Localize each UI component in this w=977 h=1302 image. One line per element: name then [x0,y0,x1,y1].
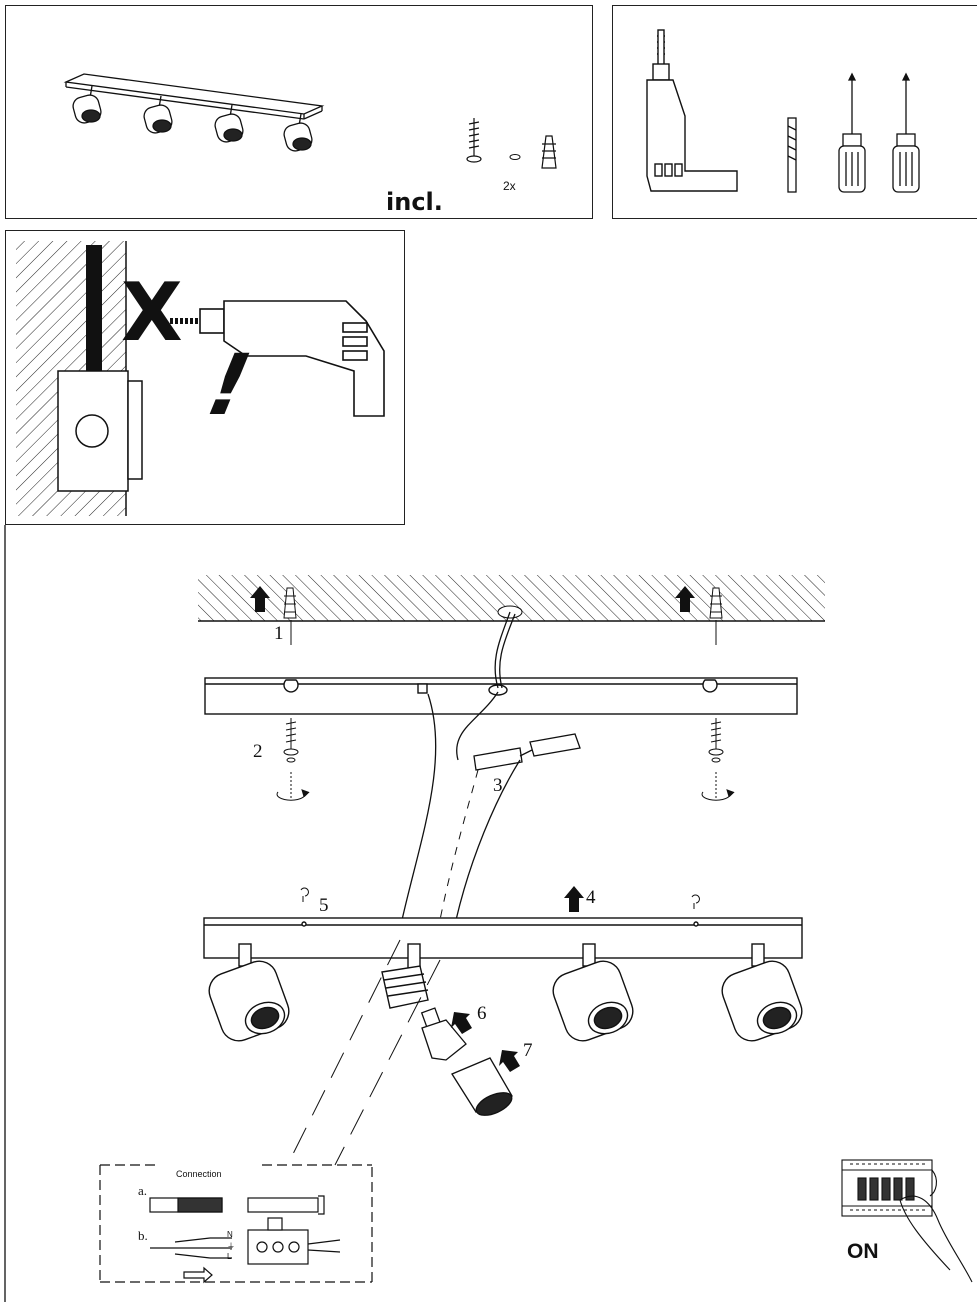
included-parts-panel: incl. 2x [5,5,593,219]
up-arrow-icon [499,1050,520,1072]
screw-icon [300,887,309,902]
screwdriver-icon [838,72,866,193]
step-label: 6 [477,1003,487,1024]
cable-warning-panel: X ! [5,230,405,525]
step-label: 3 [493,775,503,796]
circuit-breaker-icon [841,1159,973,1283]
up-arrow-icon [451,1012,472,1034]
up-arrow-icon [564,886,584,912]
included-parts-drawing [63,73,557,169]
up-arrow-icon [250,586,270,612]
terminal-label-l: L [227,1252,232,1261]
spotlight-bar-icon [63,73,325,152]
step-label: 7 [523,1040,533,1061]
hidden-cable [86,245,102,385]
cable-warning-drawing [16,241,385,516]
drill-icon [170,300,385,417]
spotlight-head [552,943,634,1042]
screwdriver-icon [892,72,920,193]
drill-icon [646,29,738,192]
spotlight-head [721,943,803,1042]
step-label: 5 [319,895,329,916]
included-label: incl. [386,188,443,216]
terminal-label-earth: ⏚ [227,1242,235,1251]
wall-plug-icon [541,135,557,169]
screw-icon [691,894,700,909]
spotlight-head [208,943,290,1042]
screw-icon [276,718,310,801]
screw-icon [701,718,735,801]
connection-option-b: b. [138,1228,148,1243]
connection-title: Connection [176,1169,222,1179]
required-tools-panel [612,5,977,219]
lamp-bar [203,917,803,959]
wall-plug-icon [709,587,723,619]
step-label: 2 [253,741,263,762]
wall-socket-icon [57,370,143,492]
file-tool-icon [787,117,797,193]
washer-icon [509,154,521,160]
wall-plug-icon [283,587,297,619]
screw-icon [466,118,482,163]
connection-option-a: a. [138,1183,148,1198]
quantity-label: 2x [503,179,516,193]
terminal-block-icon [473,733,581,771]
power-on-label: ON [847,1240,879,1263]
terminal-label-n: N [227,1230,233,1239]
up-arrow-icon [675,586,695,612]
step-label: 4 [586,887,596,908]
connection-box [99,1164,373,1284]
cross-mark: X [121,266,183,359]
bulb-icon [420,1007,467,1061]
required-tools-drawing [646,29,920,193]
lamp-shade-icon [451,1057,513,1116]
step-label: 1 [274,623,284,644]
spotlight-head [381,943,429,1009]
